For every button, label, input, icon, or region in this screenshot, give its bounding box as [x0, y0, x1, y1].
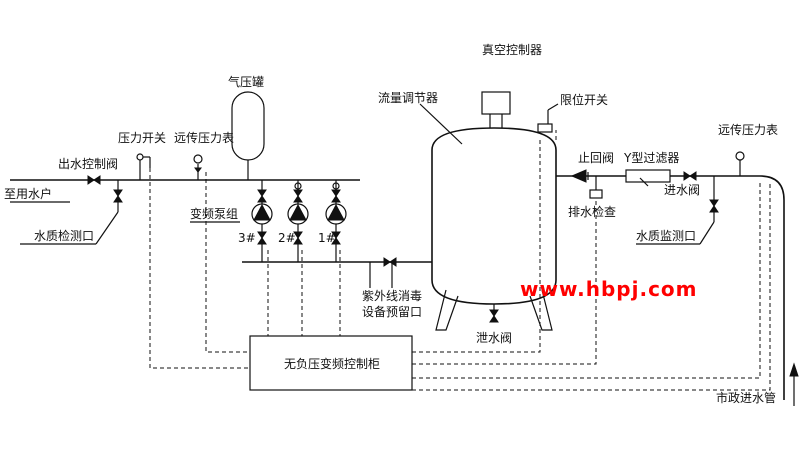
- label-uv-line1: 紫外线消毒: [362, 289, 422, 303]
- label-vfd-pump-group: 变频泵组: [190, 206, 238, 221]
- pressure-tank: [231, 91, 265, 180]
- label-vacuum-controller: 真空控制器: [482, 43, 542, 57]
- label-municipal-inlet: 市政进水管: [716, 390, 776, 405]
- label-drain-valve: 泄水阀: [476, 331, 512, 345]
- label-remote-gauge-left: 远传压力表: [174, 130, 234, 145]
- pump-3: [251, 180, 273, 262]
- label-drain-check: 排水检查: [568, 204, 616, 219]
- signal-lines: [149, 130, 771, 391]
- pressure-switch: [136, 153, 151, 180]
- label-inlet-valve: 进水阀: [664, 183, 700, 197]
- label-y-filter: Y型过滤器: [623, 151, 679, 165]
- remote-gauge-left: [193, 154, 203, 180]
- leader-quality-right-diag: [699, 221, 715, 245]
- pump-1: [325, 180, 347, 262]
- label-quality-port-right: 水质监测口: [636, 229, 696, 243]
- label-limit-switch: 限位开关: [560, 92, 608, 107]
- label-uv-line2: 设备预留口: [362, 305, 422, 319]
- label-pressure-tank: 气压罐: [228, 74, 264, 89]
- outlet-main-pipe: [10, 175, 360, 212]
- watermark: www.hbpj.com: [520, 277, 698, 301]
- pump-2: [287, 180, 309, 262]
- label-control-cabinet: 无负压变频控制柜: [284, 356, 380, 371]
- label-pressure-switch: 压力开关: [118, 131, 166, 145]
- leader-quality-left-diag: [95, 211, 119, 245]
- control-cabinet: [249, 335, 413, 391]
- label-pump2: 2#: [278, 231, 296, 245]
- label-flow-regulator: 流量调节器: [378, 91, 438, 105]
- flow-regulator-tank: [419, 91, 559, 331]
- inlet-pipe: [556, 151, 799, 406]
- label-quality-port-left: 水质检测口: [34, 228, 94, 243]
- label-outlet-valve: 出水控制阀: [58, 157, 118, 171]
- label-check-valve: 止回阀: [578, 151, 614, 165]
- label-remote-gauge-right: 远传压力表: [718, 122, 778, 137]
- label-pump1: 1#: [318, 231, 336, 245]
- label-to-user: 至用水户: [4, 186, 52, 201]
- label-pump3: 3#: [238, 231, 256, 245]
- uv-reserved-port: [369, 257, 397, 288]
